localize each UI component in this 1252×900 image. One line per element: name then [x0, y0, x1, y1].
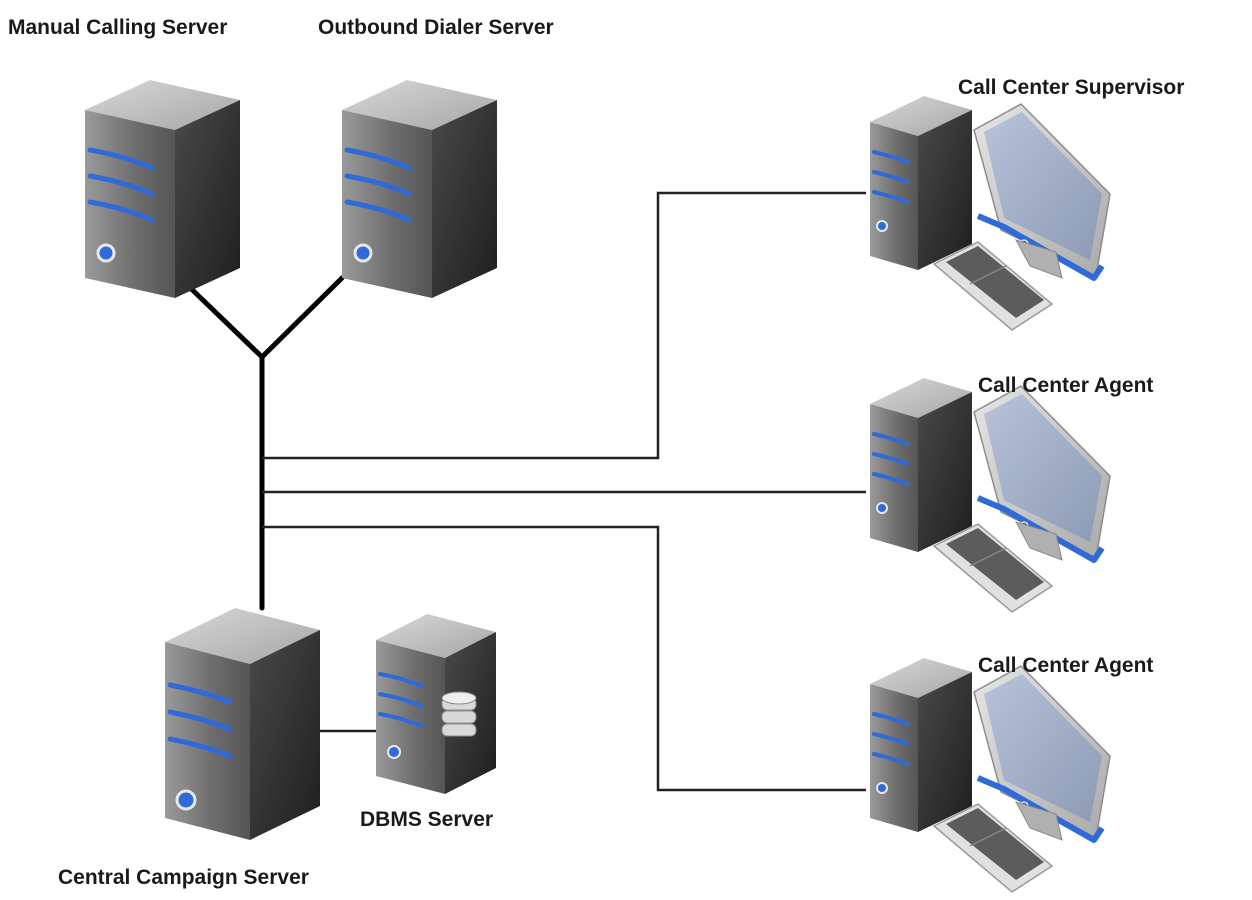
call-center-supervisor-label: Call Center Supervisor [958, 76, 1185, 99]
outbound-dialer-server-label: Outbound Dialer Server [318, 16, 554, 39]
server-icon [165, 608, 320, 840]
workstation-icon [870, 658, 1111, 893]
manual-server-link [177, 275, 265, 360]
trunk-lines [177, 275, 345, 611]
server-icon [376, 614, 496, 794]
workstation-icon [870, 378, 1111, 613]
server-icon [342, 80, 497, 298]
central-campaign-server-label: Central Campaign Server [58, 866, 309, 889]
dialer-server-link [259, 275, 345, 360]
agent-2-link [262, 525, 866, 792]
manual-calling-server-label: Manual Calling Server [8, 16, 228, 39]
server-icon [85, 80, 240, 298]
supervisor-link [262, 191, 866, 460]
workstation-icon [870, 96, 1111, 331]
call-center-agent-1-label: Call Center Agent [978, 374, 1154, 397]
dbms-server-label: DBMS Server [360, 808, 494, 831]
database-icon [441, 691, 477, 737]
call-center-agent-2-label: Call Center Agent [978, 654, 1154, 677]
client-links [262, 191, 866, 792]
